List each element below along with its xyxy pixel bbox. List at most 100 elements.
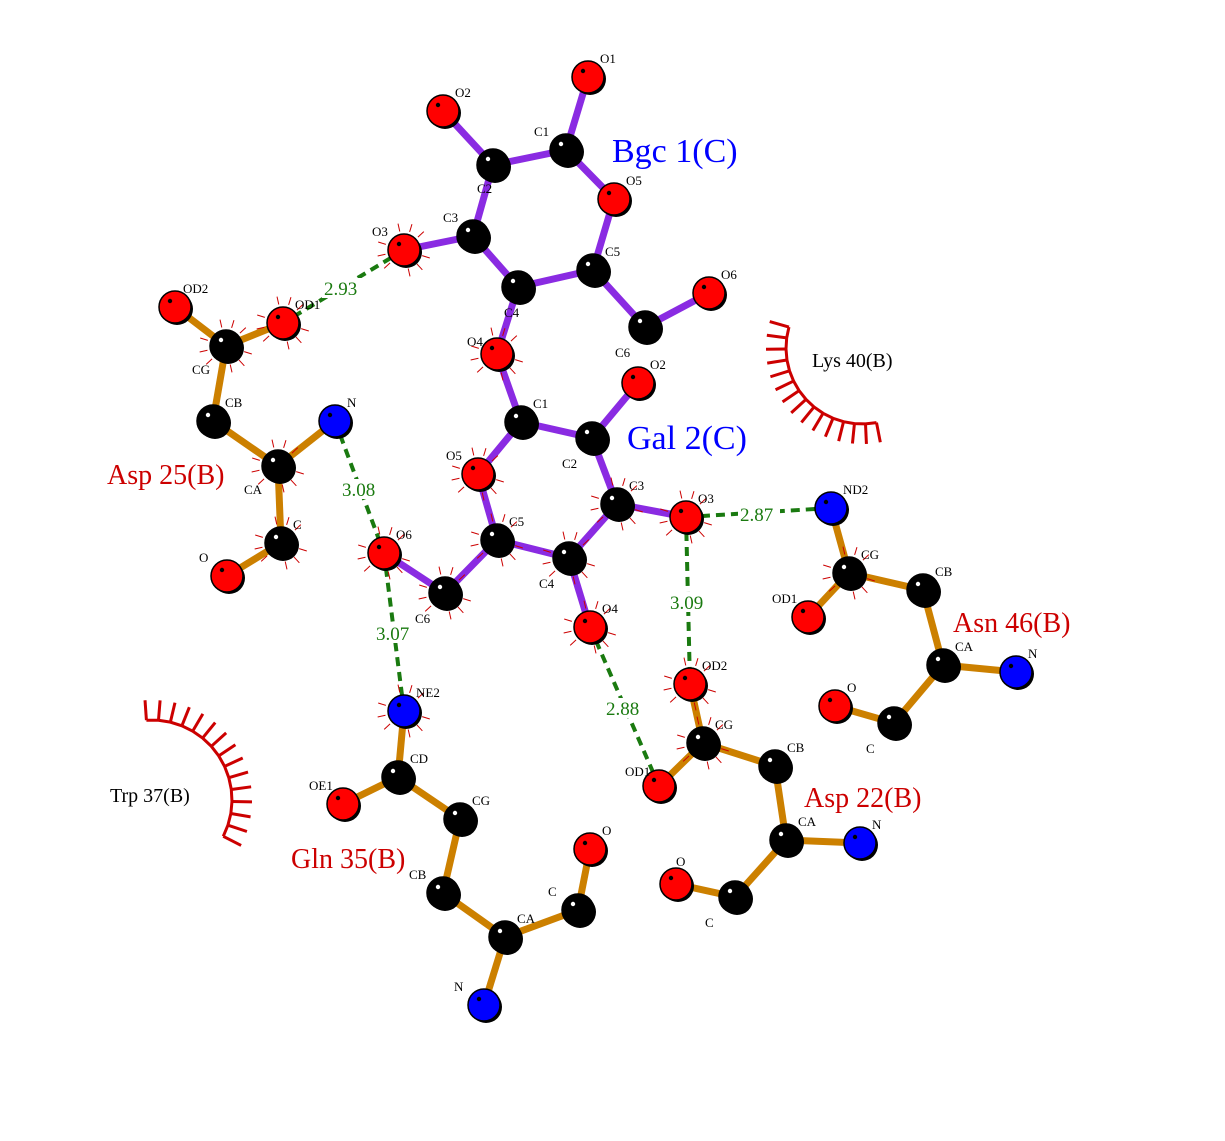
atom-label: O [602, 823, 611, 838]
contact-tick [471, 345, 479, 349]
atom-label: C4 [539, 576, 555, 591]
contact-tick [471, 447, 475, 456]
atom-o [673, 667, 708, 702]
contact-tick [257, 314, 265, 318]
contact-tick [481, 492, 485, 501]
contact-tick [377, 714, 386, 718]
atom-label: ND2 [843, 482, 868, 497]
contact-tick [699, 498, 707, 505]
contact-tick [284, 561, 288, 570]
contact-tick [252, 457, 260, 461]
hydrophobic-label-trp37: Trp 37(B) [110, 785, 190, 807]
contact-tick [828, 585, 836, 592]
contact-tick [854, 547, 858, 555]
atom-c [381, 760, 416, 795]
hbond-distance: 2.93 [324, 279, 357, 300]
contact-tick [721, 748, 729, 752]
contact-tick [244, 351, 252, 355]
contact-tick [596, 516, 604, 523]
atom-label: OD1 [295, 297, 320, 312]
contact-tick [387, 571, 391, 580]
contact-tick [622, 478, 626, 486]
contact-ticks [199, 223, 875, 770]
contact-tick [409, 224, 413, 232]
atom-o [387, 233, 422, 268]
contact-tick [862, 554, 870, 561]
atom-label: O2 [650, 357, 666, 372]
contact-tick [296, 471, 304, 475]
contact-tick [422, 716, 430, 720]
atom-n [999, 655, 1034, 690]
contact-tick [509, 367, 516, 375]
contact-tick [451, 477, 460, 481]
contact-tick [457, 486, 465, 493]
atom-o [597, 182, 632, 217]
contact-tick [377, 526, 381, 535]
contact-tick [295, 336, 302, 344]
atom-label: C3 [443, 210, 458, 225]
contact-tick [823, 564, 831, 568]
atom-c [428, 576, 463, 611]
contact-tick [383, 262, 391, 269]
contact-tick [703, 665, 711, 672]
residue-label-asp25: Asp 25(B) [107, 460, 224, 491]
contact-tick [664, 675, 672, 679]
contact-tick [689, 535, 693, 544]
atom-label: OE1 [309, 778, 333, 793]
contact-tick [500, 372, 504, 381]
contact-tick [682, 755, 690, 762]
atom-label: CB [787, 740, 805, 755]
hbond-line [281, 248, 406, 325]
atom-label: C1 [533, 396, 548, 411]
atom-label: O3 [698, 491, 714, 506]
atom-label: C [705, 915, 714, 930]
hbond-distance: 2.88 [606, 699, 639, 720]
atom-n [814, 491, 849, 526]
atom-o [210, 559, 245, 594]
atom-label: N [454, 979, 464, 994]
contact-tick [296, 304, 304, 311]
contact-tick [262, 335, 270, 342]
contact-tick [448, 611, 452, 620]
contact-tick [470, 543, 479, 547]
contact-tick [294, 524, 302, 531]
contact-tick [378, 702, 386, 706]
atom-c [501, 270, 536, 305]
hydrophobic-arc-lys40 [765, 320, 882, 444]
hydrophobic-arc-trp37 [143, 700, 253, 847]
contact-tick [301, 328, 309, 332]
atom-c [628, 310, 663, 345]
contact-tick [402, 558, 410, 562]
contact-tick [271, 439, 275, 448]
atom-label: O4 [602, 601, 618, 616]
atom-label: CB [409, 867, 427, 882]
contact-tick [274, 516, 278, 525]
contact-tick [438, 566, 442, 575]
atom-c [480, 523, 515, 558]
atom-o [642, 769, 677, 804]
contact-tick [706, 761, 710, 770]
atom-label: O5 [446, 448, 462, 463]
atom-label: CB [225, 395, 243, 410]
contact-tick [659, 520, 668, 524]
contact-tick [583, 600, 587, 609]
atom-label: C3 [629, 478, 644, 493]
atom-label: CD [410, 751, 428, 766]
atom-c [443, 802, 478, 837]
atom-n [318, 404, 353, 439]
contact-tick [238, 359, 245, 367]
contact-tick [205, 358, 213, 365]
contact-tick [572, 576, 576, 585]
contact-tick [502, 514, 506, 522]
atom-label: C [548, 884, 557, 899]
atom-label: O3 [372, 224, 388, 239]
contact-tick [378, 241, 386, 245]
atom-n [387, 694, 422, 729]
contact-tick [290, 479, 297, 487]
atom-label: OD1 [625, 764, 650, 779]
contact-tick [255, 534, 263, 538]
atom-c [906, 573, 941, 608]
atom-label: N [347, 395, 357, 410]
contact-tick [677, 734, 685, 738]
